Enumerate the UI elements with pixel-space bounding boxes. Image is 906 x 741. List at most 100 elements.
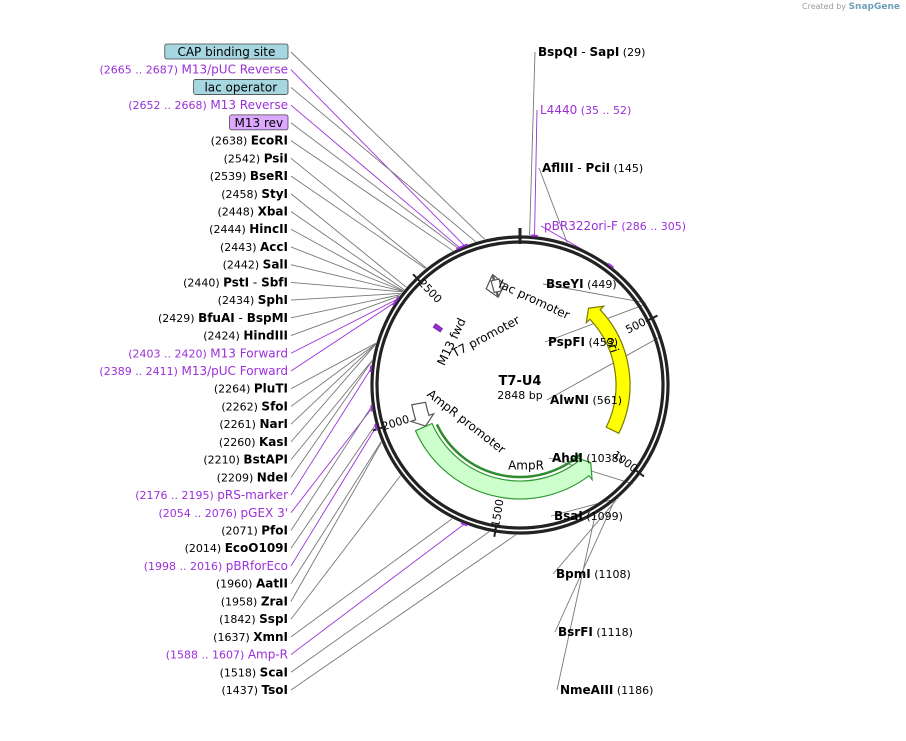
- site-label-ndei[interactable]: (2209) NdeI: [217, 470, 288, 484]
- site-label-sspi[interactable]: (1842) SspI: [219, 612, 288, 626]
- site-position: (2054 .. 2076): [158, 507, 240, 520]
- site-name: L4440: [540, 103, 577, 117]
- primer-label-text: (2054 .. 2076) pGEX 3': [158, 506, 288, 520]
- watermark-brand: SnapGene: [848, 2, 900, 12]
- site-label-scai[interactable]: (1518) ScaI: [220, 665, 288, 679]
- site-label-l4440[interactable]: L4440 (35 .. 52): [540, 103, 631, 117]
- plasmid-name: T7-U4: [499, 374, 542, 389]
- site-label-bseyi[interactable]: BseYI (449): [546, 277, 617, 291]
- site-label-hincii[interactable]: (2444) HincII: [209, 222, 288, 236]
- leader-line: [290, 368, 372, 496]
- feature-ori[interactable]: [585, 305, 631, 435]
- site-name: HindIII: [243, 329, 288, 343]
- site-label-xbai[interactable]: (2448) XbaI: [218, 205, 288, 219]
- site-label-pbrforeco[interactable]: (1998 .. 2016) pBRforEco: [144, 559, 288, 573]
- site-label-ahdi[interactable]: AhdI (1038): [552, 451, 623, 465]
- site-label-m13-puc-forward[interactable]: (2389 .. 2411) M13/pUC Forward: [99, 364, 288, 378]
- site-name: AlwNI: [550, 393, 589, 407]
- site-label-ecoo109i[interactable]: (2014) EcoO109I: [185, 541, 288, 555]
- site-label-m13-forward[interactable]: (2403 .. 2420) M13 Forward: [128, 346, 288, 360]
- primer-site-marker: [460, 522, 468, 527]
- site-label-m13-reverse[interactable]: (2652 .. 2668) M13 Reverse: [128, 98, 288, 112]
- site-position: (1099): [583, 510, 623, 523]
- site-label-prs-marker[interactable]: (2176 .. 2195) pRS-marker: [135, 488, 288, 502]
- enzyme-label-text: (2071) PfoI: [221, 524, 288, 538]
- site-name: AflIII: [542, 161, 574, 175]
- site-label-zrai[interactable]: (1958) ZraI: [221, 594, 288, 608]
- site-position: (2260): [219, 436, 259, 449]
- site-label-xmni[interactable]: (1637) XmnI: [213, 630, 288, 644]
- enzyme-label-text: AflIII - PciI (145): [542, 161, 643, 175]
- site-position: (1108): [591, 568, 631, 581]
- leader-line: [290, 264, 404, 292]
- leader-line: [290, 51, 485, 240]
- feature-t7-promoter[interactable]: [492, 273, 506, 299]
- site-label-styi[interactable]: (2458) StyI: [221, 187, 288, 201]
- site-label-ecori[interactable]: (2638) EcoRI: [211, 134, 288, 148]
- site-position: (2440): [183, 276, 223, 289]
- site-label-afliii[interactable]: AflIII - PciI (145): [542, 161, 643, 175]
- site-label-pfoi[interactable]: (2071) PfoI: [221, 524, 288, 538]
- site-label-bseri[interactable]: (2539) BseRI: [210, 169, 288, 183]
- feature-m13-fwd[interactable]: [432, 323, 444, 333]
- site-label-amp-r[interactable]: (1588 .. 1607) Amp-R: [166, 648, 288, 662]
- site-label-psii[interactable]: (2542) PsiI: [224, 151, 288, 165]
- feature-lac-promoter[interactable]: [485, 273, 499, 299]
- site-label-bpmi[interactable]: BpmI (1108): [556, 567, 631, 581]
- site-name: BspQI: [538, 45, 578, 59]
- site-label-nmeaiii[interactable]: NmeAIII (1186): [560, 683, 653, 697]
- site-label-cap-binding-site[interactable]: CAP binding site: [164, 43, 289, 60]
- enzyme-label-text: (2434) SphI: [218, 293, 288, 307]
- site-label-m13-rev[interactable]: M13 rev: [229, 114, 289, 131]
- leader-line: [290, 87, 476, 243]
- site-name: PspFI: [548, 335, 585, 349]
- feature-label-ampr: AmpR: [508, 459, 544, 473]
- primer-label-text: (2665 .. 2687) M13/pUC Reverse: [99, 63, 288, 77]
- site-label-pluti[interactable]: (2264) PluTI: [214, 382, 288, 396]
- site-position: (1186): [613, 684, 653, 697]
- site-label-pgex-3[interactable]: (2054 .. 2076) pGEX 3': [158, 506, 288, 520]
- site-label-lac-operator[interactable]: lac operator: [193, 79, 289, 95]
- site-label-alwni[interactable]: AlwNI (561): [550, 393, 622, 407]
- site-label-hindiii[interactable]: (2424) HindIII: [203, 329, 288, 343]
- site-label-acci[interactable]: (2443) AccI: [220, 240, 288, 254]
- site-label-pbr322ori-f[interactable]: pBR322ori-F (286 .. 305): [544, 219, 686, 233]
- site-position: (1637): [213, 631, 253, 644]
- leader-line: [552, 499, 617, 575]
- site-name: StyI: [261, 187, 288, 201]
- site-name: ZraI: [261, 594, 288, 608]
- enzyme-label-text: (2638) EcoRI: [211, 134, 288, 148]
- site-position: (2261): [219, 418, 259, 431]
- site-label-psti[interactable]: (2440) PstI - SbfI: [183, 275, 288, 289]
- site-label-bfuai[interactable]: (2429) BfuAI - BspMI: [158, 311, 288, 325]
- leader-line: [290, 299, 397, 354]
- tick-mark: [645, 314, 658, 323]
- leader-line: [290, 228, 404, 292]
- site-label-bspqi[interactable]: BspQI - SapI (29): [538, 45, 645, 59]
- site-position: (1518): [220, 666, 260, 679]
- site-label-sfoi[interactable]: (2262) SfoI: [221, 399, 288, 413]
- feature-ampr-promoter[interactable]: [408, 401, 436, 427]
- site-label-kasi[interactable]: (2260) KasI: [219, 435, 288, 449]
- site-label-m13-puc-reverse[interactable]: (2665 .. 2687) M13/pUC Reverse: [99, 63, 288, 77]
- ampr-strand-arc: [435, 423, 582, 479]
- primer-label-text: pBR322ori-F (286 .. 305): [544, 219, 686, 233]
- site-position: (145): [610, 162, 643, 175]
- leader-line: [550, 497, 619, 517]
- site-label-sali[interactable]: (2442) SalI: [223, 258, 288, 272]
- site-label-tsoi[interactable]: (1437) TsoI: [221, 683, 288, 697]
- site-position: (1960): [216, 578, 256, 591]
- site-label-bstapi[interactable]: (2210) BstAPI: [203, 453, 288, 467]
- site-label-nari[interactable]: (2261) NarI: [219, 417, 288, 431]
- site-label-sphi[interactable]: (2434) SphI: [218, 293, 288, 307]
- leader-line: [290, 343, 376, 425]
- leader-line: [534, 109, 538, 236]
- site-label-bsai[interactable]: BsaI (1099): [554, 509, 623, 523]
- site-separator: -: [249, 275, 261, 289]
- leader-line: [290, 343, 377, 407]
- feature-ampr[interactable]: [414, 422, 593, 500]
- site-label-bsrfi[interactable]: BsrFI (1118): [558, 625, 633, 639]
- site-label-aatii[interactable]: (1960) AatII: [216, 577, 288, 591]
- site-label-pspfi[interactable]: PspFI (453): [548, 335, 618, 349]
